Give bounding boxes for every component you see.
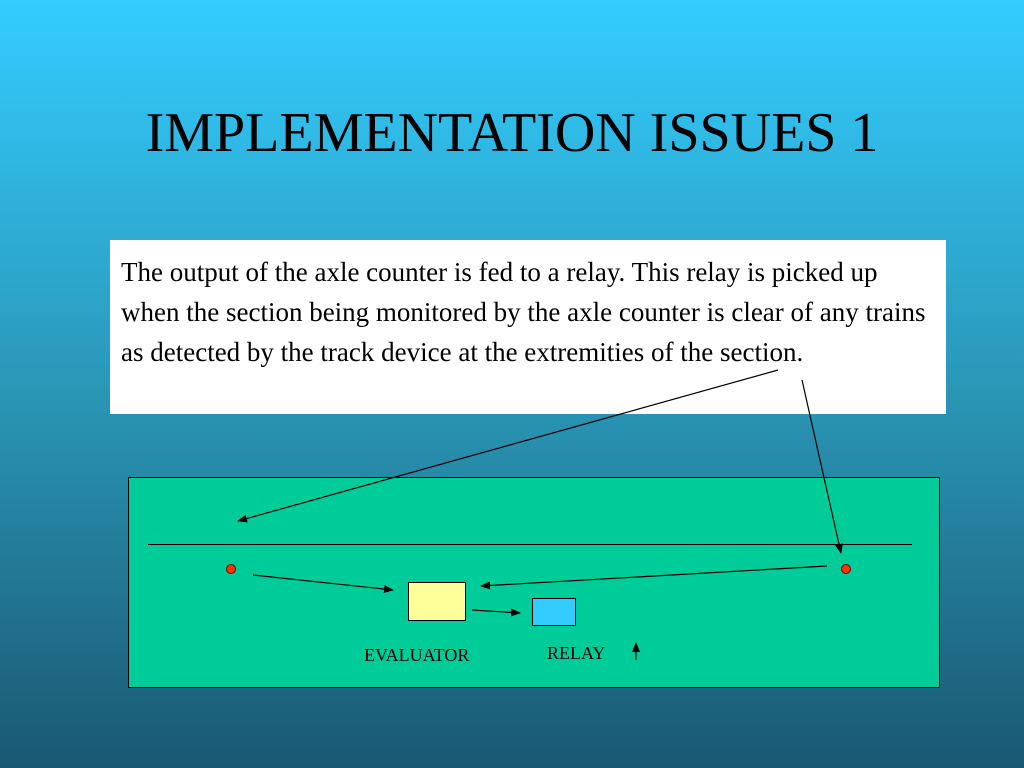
relay-label: RELAY xyxy=(547,643,606,663)
evaluator-label: EVALUATOR xyxy=(364,645,470,665)
evaluator-box xyxy=(408,582,466,621)
right-sensor-to-evaluator-arrow xyxy=(480,565,828,590)
slide-title: IMPLEMENTATION ISSUES 1 xyxy=(145,102,879,164)
callout-arrow-to-right-sensor xyxy=(801,379,843,554)
right-axle-sensor xyxy=(841,564,851,574)
description-box: The output of the axle counter is fed to… xyxy=(110,240,946,414)
left-axle-sensor xyxy=(226,564,236,574)
track-rail xyxy=(148,544,912,545)
callout-arrow-to-track xyxy=(237,369,779,523)
evaluator-to-relay-arrow xyxy=(471,608,521,617)
left-sensor-to-evaluator-arrow xyxy=(252,574,394,594)
description-text: The output of the axle counter is fed to… xyxy=(121,257,926,367)
relay-box xyxy=(532,598,576,626)
